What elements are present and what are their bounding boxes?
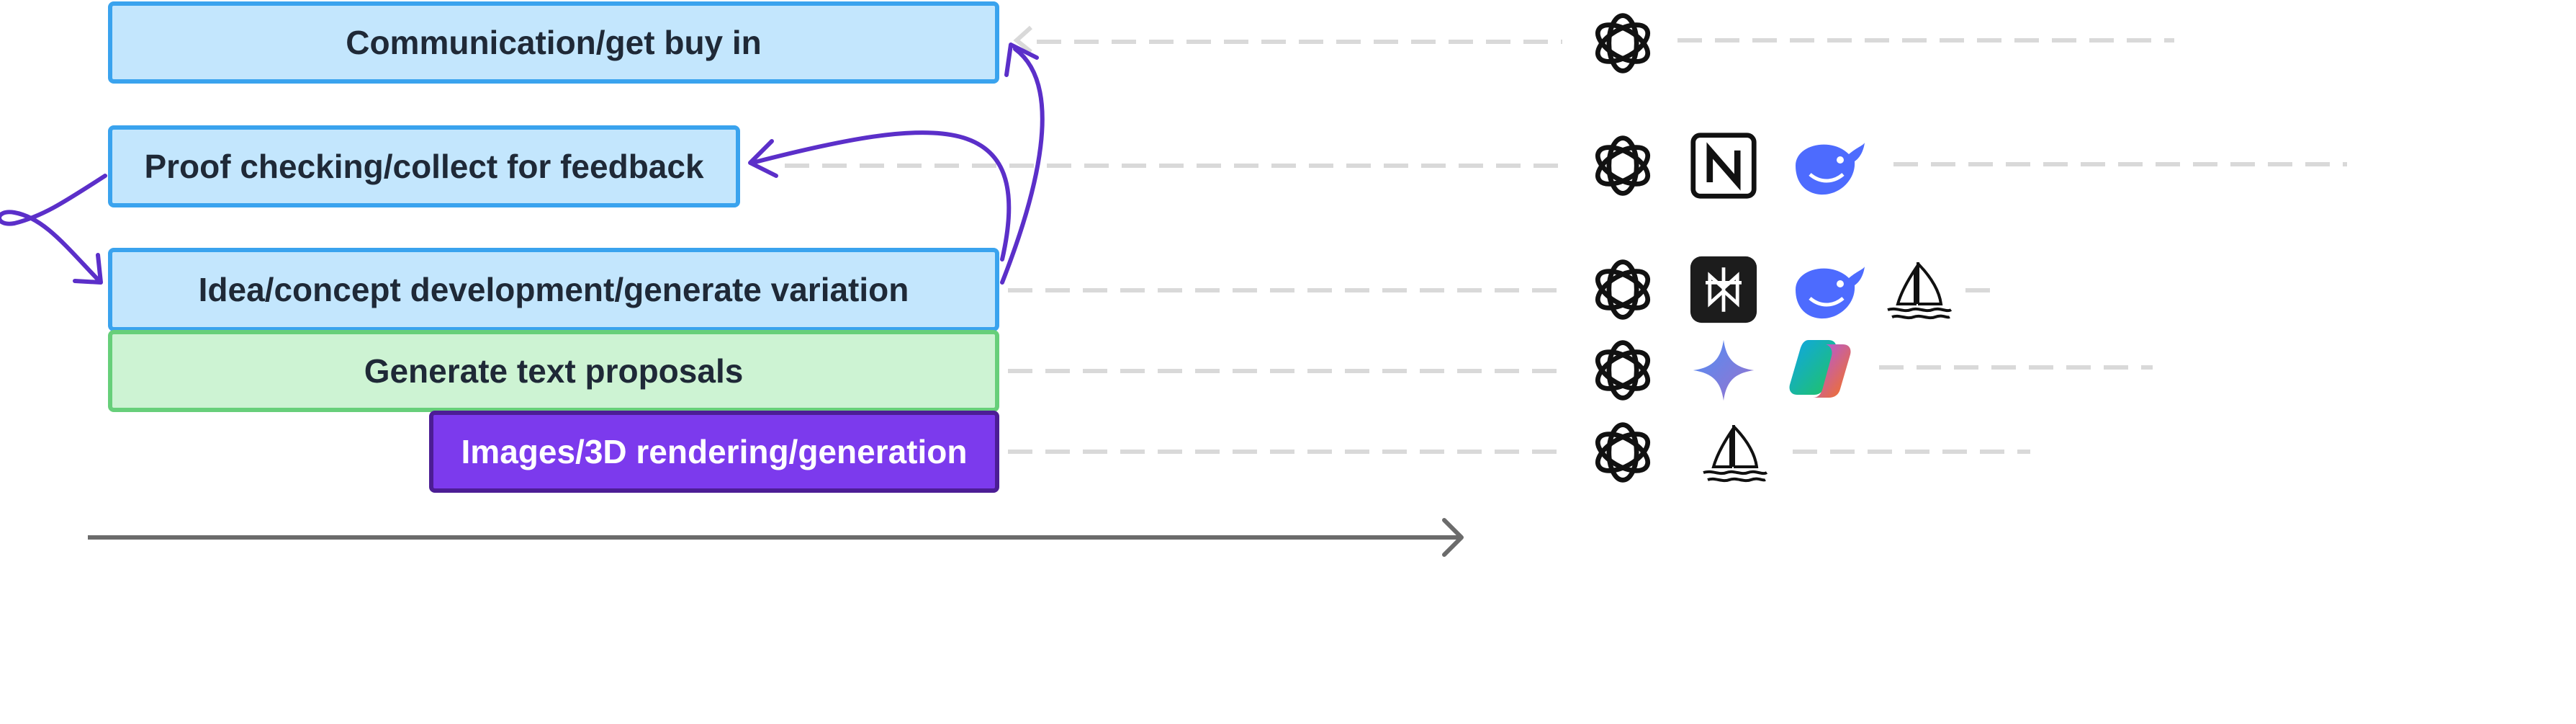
midjourney-icon xyxy=(1703,425,1768,483)
chatgpt-icon xyxy=(1595,340,1650,401)
task-box-generate-text[interactable]: Generate text proposals xyxy=(108,330,999,412)
task-box-images-rendering[interactable]: Images/3D rendering/generation xyxy=(429,411,999,493)
perplexity-icon xyxy=(1690,256,1757,323)
notion-icon xyxy=(1690,133,1757,199)
copilot-icon xyxy=(1789,340,1851,398)
loop-arrow-to-idea xyxy=(0,174,107,282)
task-box-idea-development[interactable]: Idea/concept development/generate variat… xyxy=(108,248,999,331)
deepseek-icon xyxy=(1796,143,1865,195)
task-box-communication[interactable]: Communication/get buy in xyxy=(108,1,999,84)
timeline-arrow-head xyxy=(1442,518,1464,557)
deepseek-icon xyxy=(1796,267,1865,319)
chatgpt-icon xyxy=(1595,13,1650,73)
task-box-proof-checking[interactable]: Proof checking/collect for feedback xyxy=(108,125,740,207)
chatgpt-icon xyxy=(1595,135,1650,196)
chatgpt-icon xyxy=(1595,259,1650,320)
chatgpt-icon xyxy=(1595,422,1650,483)
task-label-communication: Communication/get buy in xyxy=(346,24,762,61)
gemini-icon xyxy=(1693,339,1755,401)
task-label-images-rendering: Images/3D rendering/generation xyxy=(461,433,968,470)
task-label-idea-development: Idea/concept development/generate variat… xyxy=(198,271,909,308)
feedback-arrow-to-proof-head xyxy=(748,139,778,178)
feedback-arrow-to-proof xyxy=(750,130,1012,262)
task-label-proof-checking: Proof checking/collect for feedback xyxy=(144,148,704,185)
feedback-arrow-to-communication xyxy=(1000,47,1045,285)
loop-arrow-to-idea-head xyxy=(73,253,103,285)
midjourney-icon xyxy=(1887,262,1953,320)
connector-chevron xyxy=(1013,25,1033,54)
feedback-arrow-to-communication-head xyxy=(1004,43,1039,77)
task-label-generate-text: Generate text proposals xyxy=(364,352,744,390)
